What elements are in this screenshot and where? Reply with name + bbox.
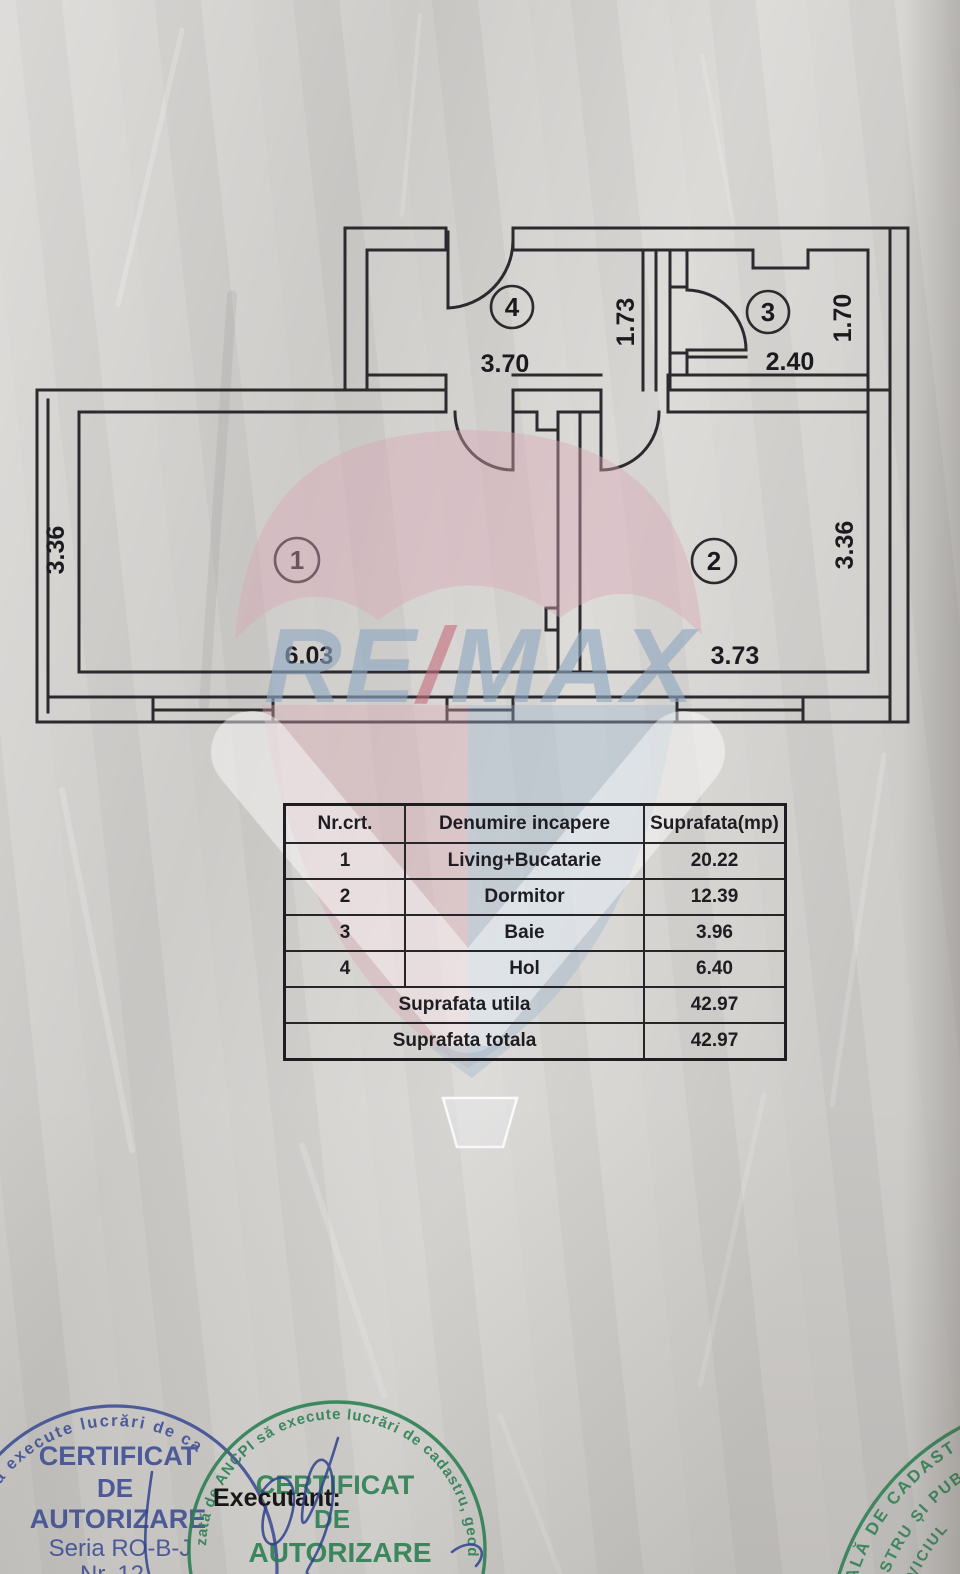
room2-circle (690, 537, 738, 585)
stamp-blue-line4: Seria RO-B-J (49, 1535, 192, 1562)
dim-room3-width: 2.40 (766, 348, 815, 376)
divider-wall (544, 410, 582, 674)
row-area: 3.96 (643, 914, 787, 952)
row-name: Dormitor (404, 878, 645, 916)
room1-door (453, 410, 515, 472)
plan-labels: 1 2 3 4 6.03 3.73 2.40 3.70 3.36 3.36 1.… (42, 292, 859, 670)
total-value: 42.97 (643, 986, 787, 1024)
total-label: Suprafata totala (283, 1022, 645, 1061)
row-name: Living+Bucatarie (404, 842, 645, 880)
balloon-basket (441, 1096, 519, 1149)
window-3 (675, 695, 805, 724)
dim-room2-height: 3.36 (831, 521, 859, 570)
total-label: Suprafata utila (283, 986, 645, 1024)
total-value: 42.97 (643, 1022, 787, 1061)
header-suprafata: Suprafata(mp) (643, 803, 787, 844)
room3-circle (745, 289, 791, 335)
row-nr: 3 (283, 914, 406, 952)
room4-circle (489, 284, 535, 330)
balloon-dome (235, 430, 702, 640)
stamp-blue-line3: AUTORIZARE (30, 1504, 207, 1534)
paper-creases (59, 13, 887, 1574)
header-denumire: Denumire incapere (404, 803, 645, 844)
room-areas-table: Nr.crt. Denumire incapere Suprafata(mp) … (283, 803, 787, 1061)
row-name: Baie (404, 914, 645, 952)
entrance-door (446, 230, 515, 310)
room3-number: 3 (761, 297, 775, 327)
signature-ink (143, 1436, 484, 1574)
executant-label: Executant: (213, 1484, 341, 1512)
stamp-blue-line5: Nr. 12 (80, 1561, 144, 1574)
remax-slash: / (414, 607, 458, 725)
table-row: 3 Baie 3.96 (283, 914, 787, 952)
dim-room4-width: 3.70 (481, 350, 530, 378)
row-nr: 2 (283, 878, 406, 916)
window-1 (151, 695, 275, 724)
room2-door (599, 410, 661, 472)
row-area: 12.39 (643, 878, 787, 916)
remax-re: RE (264, 607, 419, 725)
dim-room1-height: 3.36 (42, 526, 70, 575)
table-total-row: Suprafata totala 42.97 (283, 1022, 787, 1061)
row-name: Hol (404, 950, 645, 988)
stamp-green-line3: AUTORIZARE (248, 1537, 431, 1568)
row-area: 20.22 (643, 842, 787, 880)
room2-number: 2 (707, 546, 721, 576)
remax-wordmark: RE/MAX (264, 607, 699, 725)
stamp-blue-line2: DE (97, 1473, 133, 1503)
stamp-green-line1: CERTIFICAT (256, 1470, 415, 1500)
table-row: 2 Dormitor 12.39 (283, 878, 787, 916)
room1-circle (273, 536, 321, 584)
stamp-right: ȚIONALĂ DE CADAST CADASTRU ȘI PUB SERVIC… (832, 1425, 960, 1574)
bathroom-door (685, 288, 748, 359)
dim-room4-height: 1.73 (612, 298, 640, 347)
floor-plan-drawing (35, 226, 910, 724)
dim-room3-height: 1.70 (829, 294, 857, 343)
stamp-blue-line1: CERTIFICAT (39, 1441, 198, 1471)
plan-walls (35, 226, 910, 724)
table-row: 1 Living+Bucatarie 20.22 (283, 842, 787, 880)
dim-room2-width: 3.73 (711, 642, 760, 670)
row-area: 6.40 (643, 950, 787, 988)
dim-room1-width: 6.03 (285, 642, 334, 670)
header-nr: Nr.crt. (283, 803, 406, 844)
window-2 (445, 695, 515, 724)
table-header-row: Nr.crt. Denumire incapere Suprafata(mp) (283, 803, 787, 844)
room1-number: 1 (290, 545, 304, 575)
row-nr: 4 (283, 950, 406, 988)
table-row: 4 Hol 6.40 (283, 950, 787, 988)
table-total-row: Suprafata utila 42.97 (283, 986, 787, 1024)
remax-max: MAX (450, 607, 699, 725)
room4-number: 4 (505, 292, 520, 322)
row-nr: 1 (283, 842, 406, 880)
